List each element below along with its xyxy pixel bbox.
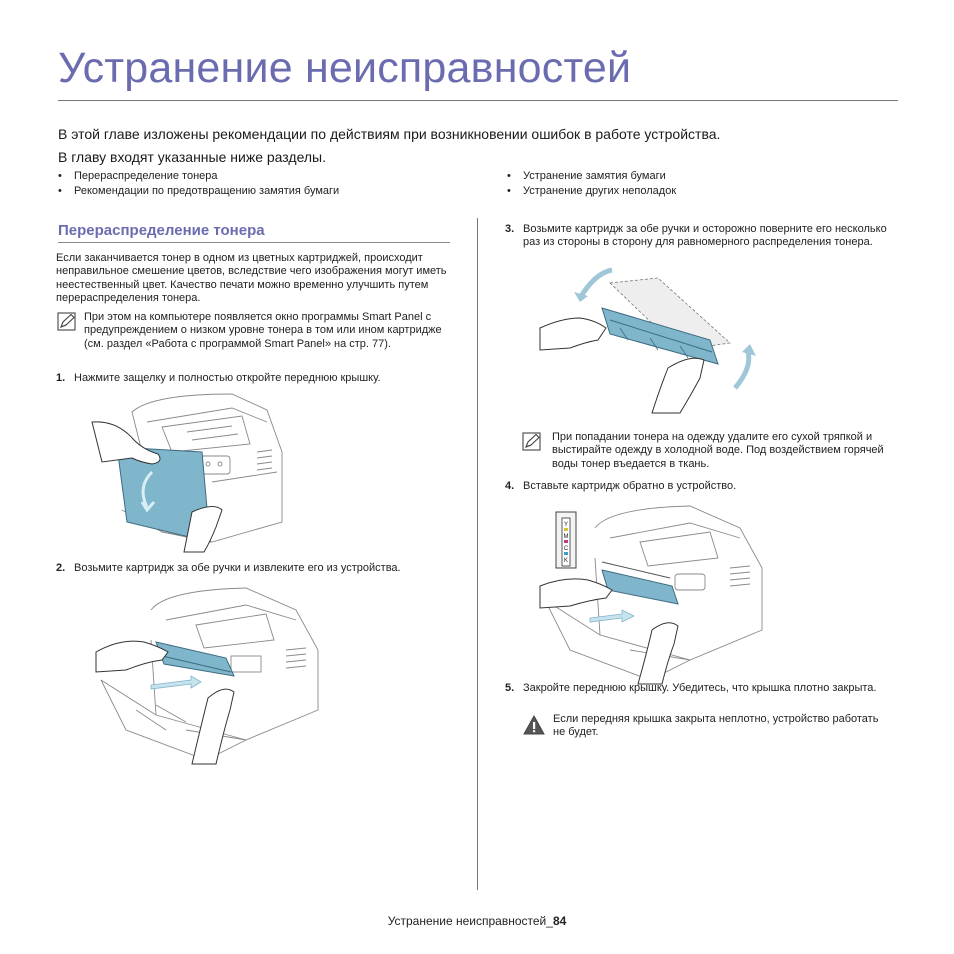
toner-label-y: Y <box>564 522 568 528</box>
footer-chapter: Устранение неисправностей_ <box>387 914 553 928</box>
section-title: Перераспределение тонера <box>58 222 265 239</box>
warning-icon <box>523 714 545 735</box>
intro-sections-label: В главу входят указанные ниже разделы. <box>58 149 327 165</box>
intro-paragraph: В этой главе изложены рекомендации по де… <box>58 126 721 142</box>
toc-item[interactable]: Устранение других неполадок <box>507 184 887 199</box>
section-body: Если заканчивается тонер в одном из цвет… <box>56 252 447 305</box>
page-footer: Устранение неисправностей_84 <box>0 914 954 928</box>
note-smart-panel: При этом на компьютере появляется окно п… <box>84 311 442 350</box>
shake-cartridge-illustration <box>539 267 756 414</box>
step-1: 1. Нажмите защелку и полностью откройте … <box>56 372 452 385</box>
step-5: 5. Закройте переднюю крышку. Убедитесь, … <box>505 682 895 695</box>
step-text: Закройте переднюю крышку. Убедитесь, что… <box>523 682 877 694</box>
printer-open-cover-illustration <box>91 393 283 553</box>
toner-label-m: M <box>564 534 569 540</box>
insert-cartridge-illustration: Y M C K <box>539 505 763 685</box>
step-3: 3. Возьмите картридж за обе ручки и осто… <box>505 223 895 250</box>
title-rule <box>58 100 898 101</box>
section-rule <box>58 242 450 243</box>
step-2: 2. Возьмите картридж за обе ручки и извл… <box>56 562 452 575</box>
step-text: Возьмите картридж за обе ручки и извлеки… <box>74 562 401 574</box>
step-number: 4. <box>505 480 515 492</box>
step-4: 4. Вставьте картридж обратно в устройств… <box>505 480 895 493</box>
step-number: 5. <box>505 682 515 694</box>
step-text: Вставьте картридж обратно в устройство. <box>523 480 737 492</box>
remove-cartridge-illustration <box>95 587 319 765</box>
step-number: 2. <box>56 562 66 574</box>
note-icon <box>522 432 541 451</box>
note-toner-clothes: При попадании тонера на одежду удалите е… <box>552 431 884 470</box>
step-text: Нажмите защелку и полностью откройте пер… <box>74 372 381 384</box>
toc-list-left: Перераспределение тонера Рекомендации по… <box>58 169 458 199</box>
warning-cover-closed: Если передняя крышка закрыта неплотно, у… <box>553 713 879 739</box>
step-text: Возьмите картридж за обе ручки и осторож… <box>523 223 887 249</box>
step-number: 1. <box>56 372 66 384</box>
column-divider <box>477 218 478 890</box>
toner-label-k: K <box>564 558 568 564</box>
toner-label-c: C <box>564 546 569 552</box>
step-number: 3. <box>505 223 515 235</box>
toc-list-right: Устранение замятия бумаги Устранение дру… <box>507 169 887 199</box>
page-number: 84 <box>552 914 567 928</box>
page-title: Устранение неисправностей <box>58 44 632 92</box>
toc-item[interactable]: Устранение замятия бумаги <box>507 169 887 184</box>
toc-item[interactable]: Рекомендации по предотвращению замятия б… <box>58 184 458 199</box>
toc-item[interactable]: Перераспределение тонера <box>58 169 458 184</box>
note-icon <box>57 312 76 331</box>
